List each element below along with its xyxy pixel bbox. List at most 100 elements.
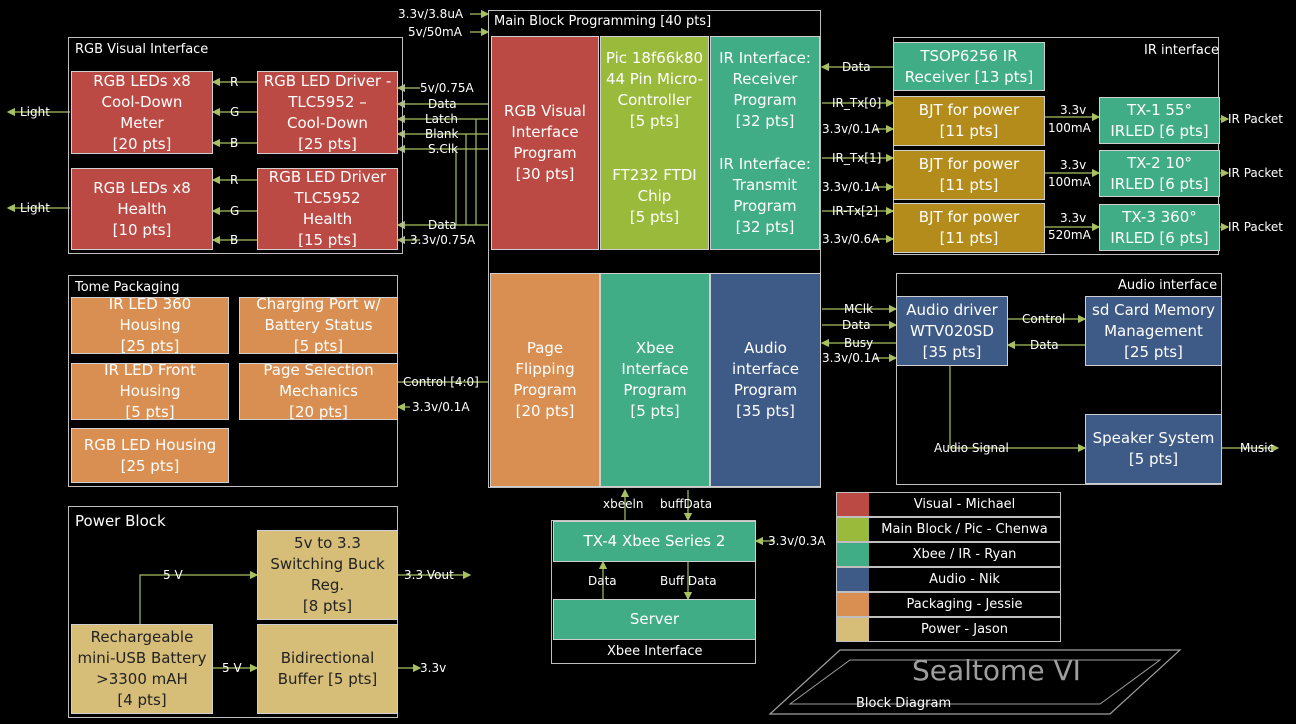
xbee-interface-frame (551, 520, 756, 664)
audio-busy: Busy (844, 336, 874, 350)
tsop-receiver: TSOP6256 IR Receiver [13 pts] (893, 42, 1045, 91)
legend-row: Packaging - Jessie (836, 592, 1061, 617)
ir-power-2: 3.3v/0.1A (822, 180, 880, 194)
legend-label: Power - Jason (920, 622, 1009, 637)
bjt-power-2: BJT for power [11 pts] (893, 150, 1045, 200)
driver-power-3v3: 3.3v/0.75A (410, 233, 476, 247)
rgb-visual-program: RGB Visual Interface Program [30 pts] (491, 36, 599, 250)
audio-interface-program: Audio interface Program [35 pts] (710, 273, 821, 487)
page-flipping-program: Page Flipping Program [20 pts] (490, 273, 600, 487)
rgb-visual-frame (68, 37, 403, 254)
tx1-irled: TX-1 55° IRLED [6 pts] (1099, 97, 1220, 144)
buck-regulator: 5v to 3.3 Switching Buck Reg. [8 pts] (257, 530, 398, 620)
bjt-power-3: BJT for power [11 pts] (893, 203, 1045, 253)
wire-data-1: Data (428, 97, 457, 111)
wire-r2: R (230, 173, 239, 187)
ir-led-front-housing: IR LED Front Housing [5 pts] (71, 361, 229, 421)
ir-packet-1: IR Packet (1228, 112, 1283, 126)
rechargeable-battery: Rechargeable mini-USB Battery >3300 mAH … (71, 624, 213, 714)
wire-r1: R (230, 75, 239, 89)
bjt-power-1: BJT for power [11 pts] (893, 96, 1045, 146)
audio-power: 3.3v/0.1A (822, 351, 880, 365)
legend-row: Main Block / Pic - Chenwa (836, 517, 1061, 542)
ir-receiver-program: IR Interface: Receiver Program [32 pts] (710, 36, 820, 143)
ir-power-3: 3.3v/0.6A (822, 232, 880, 246)
speaker-system: Speaker System [5 pts] (1085, 414, 1222, 484)
diagram-title: Sealtome VI (912, 654, 1081, 687)
ir-tx0: IR_Tx[0] (832, 96, 882, 110)
rgb-leds-cooldown: RGB LEDs x8 Cool-Down Meter [20 pts] (71, 71, 213, 154)
ir-packet-2: IR Packet (1228, 166, 1283, 180)
power-5v-a: 5 V (163, 568, 183, 582)
legend-row: Visual - Michael (836, 492, 1061, 517)
ir-tx1: IR_Tx[1] (832, 151, 882, 165)
xbee-interface-program: Xbee Interface Program [5 pts] (600, 273, 710, 487)
legend-label: Main Block / Pic - Chenwa (881, 522, 1048, 537)
ir-packet-3: IR Packet (1228, 220, 1283, 234)
led-voltage-3: 3.3v (1060, 211, 1087, 225)
ir-power-1: 3.3v/0.1A (822, 122, 880, 136)
power-5v-b: 5 V (222, 661, 242, 675)
legend-label: Visual - Michael (913, 497, 1016, 512)
control-bus: Control [4:0] (403, 375, 479, 389)
wire-blank: Blank (425, 127, 459, 141)
charging-port: Charging Port w/ Battery Status [5 pts] (239, 295, 398, 355)
light-out-1: Light (20, 105, 50, 119)
led-current-3: 520mA (1048, 228, 1091, 242)
tx2-irled: TX-2 10° IRLED [6 pts] (1099, 150, 1220, 197)
wire-latch: Latch (425, 112, 458, 126)
ir-led-360-housing: IR LED 360 Housing [25 pts] (71, 295, 229, 355)
server-buff-data: Buff Data (660, 574, 717, 588)
xbee-interface-title: Xbee Interface (607, 644, 703, 659)
ir-interface-frame (893, 37, 1219, 255)
wire-b1: B (230, 136, 239, 150)
sd-card-memory: sd Card Memory Management [25 pts] (1085, 296, 1222, 366)
power-block-title: Power Block (75, 512, 166, 530)
ftdi-chip: FT232 FTDI Chip [5 pts] (600, 143, 709, 250)
server: Server (553, 599, 756, 640)
ir-interface-title: IR interface (1144, 43, 1219, 58)
wire-data-2: Data (428, 218, 457, 232)
pic-microcontroller: Pic 18f66k80 44 Pin Micro- Controller [5… (600, 36, 709, 143)
bidirectional-buffer: Bidirectional Buffer [5 pts] (257, 624, 398, 714)
driver-power-5v: 5v/0.75A (420, 81, 474, 95)
xbee-power: 3.3v/0.3A (768, 534, 826, 548)
legend-swatch (837, 568, 869, 591)
main-block-title: Main Block Programming [40 pts] (494, 14, 712, 29)
wire-g2: G (230, 204, 240, 218)
rgb-driver-cooldown: RGB LED Driver - TLC5952 – Cool-Down [25… (257, 71, 398, 154)
ir-data: Data (842, 60, 871, 74)
power-3v3-out: 3.3 Vout (404, 568, 454, 582)
tome-packaging-title: Tome Packaging (75, 280, 180, 295)
ir-transmit-program: IR Interface: Transmit Program [32 pts] (710, 143, 820, 250)
rgb-visual-title: RGB Visual Interface (75, 42, 209, 57)
legend-swatch (837, 618, 869, 641)
led-current-1: 100mA (1048, 121, 1091, 135)
wire-b2: B (230, 233, 239, 247)
legend-swatch (837, 518, 869, 541)
main-input-3v3: 3.3v/3.8uA (398, 7, 464, 21)
music-out: Music (1240, 441, 1275, 455)
light-out-2: Light (20, 201, 50, 215)
legend-swatch (837, 493, 869, 516)
server-data: Data (588, 574, 617, 588)
audio-interface-title: Audio interface (1118, 278, 1218, 293)
led-current-2: 100mA (1048, 175, 1091, 189)
legend-swatch (837, 543, 869, 566)
rgb-driver-health: RGB LED Driver TLC5952 Health [15 pts] (257, 168, 398, 250)
legend-row: Power - Jason (836, 617, 1061, 642)
xbee-in: xbeeln (603, 497, 644, 511)
audio-data-2: Data (1030, 338, 1059, 352)
legend-row: Xbee / IR - Ryan (836, 542, 1061, 567)
rgb-leds-health: RGB LEDs x8 Health [10 pts] (71, 168, 213, 250)
ir-tx2: IR-Tx[2] (832, 204, 879, 218)
audio-mclk: MClk (844, 302, 874, 316)
audio-interface-frame (896, 273, 1222, 485)
power-3v3: 3.3v (420, 661, 447, 675)
tx3-irled: TX-3 360° IRLED [6 pts] (1099, 204, 1220, 251)
audio-driver: Audio driver WTV020SD [35 pts] (896, 296, 1008, 366)
legend-swatch (837, 593, 869, 616)
page-selection-mechanics: Page Selection Mechanics [20 pts] (239, 361, 398, 421)
main-input-5v: 5v/50mA (408, 25, 462, 39)
wire-sclk: S.Clk (428, 142, 459, 156)
